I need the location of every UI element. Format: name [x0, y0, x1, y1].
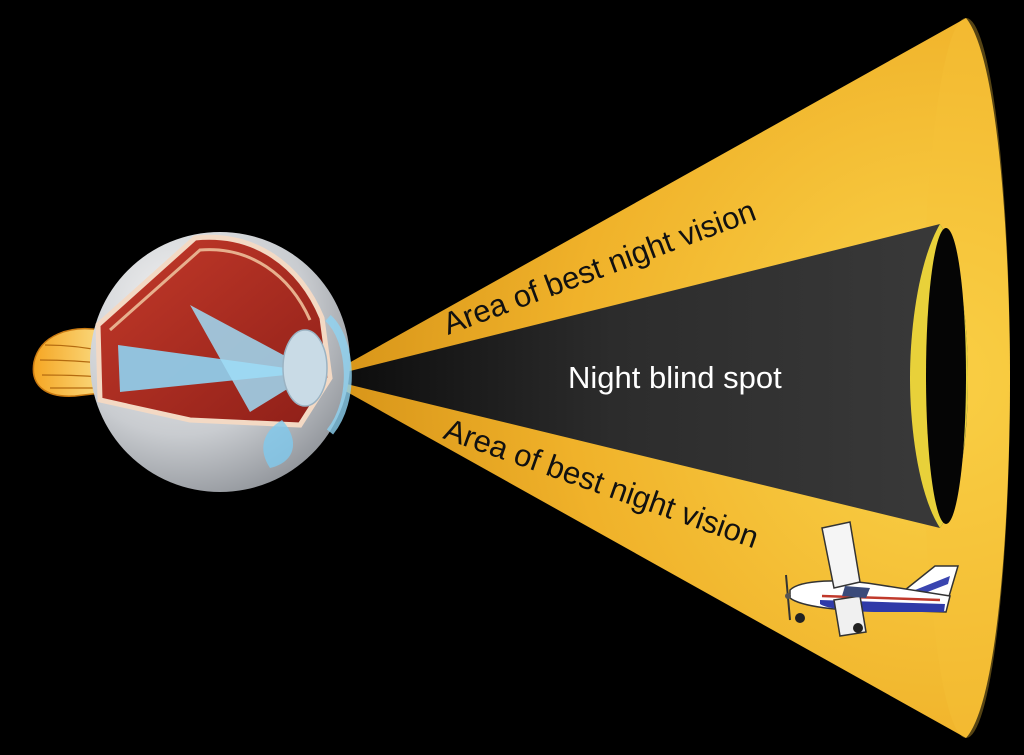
eye-cross-section-icon — [32, 232, 352, 492]
blind-spot-cone — [322, 224, 968, 528]
airplane-icon — [785, 521, 960, 637]
center-zone-label: Night blind spot — [568, 360, 782, 395]
